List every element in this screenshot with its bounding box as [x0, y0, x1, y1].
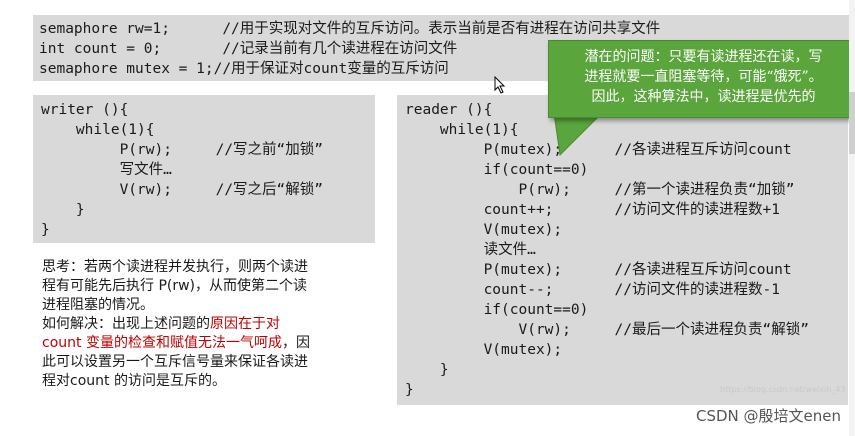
- reader-line: if(count==0): [405, 302, 589, 318]
- reader-line: count++; //访问文件的读进程数+1: [405, 202, 780, 218]
- writer-line: }: [41, 222, 50, 238]
- discussion-text: 如何解决：出现上述问题的: [42, 316, 210, 332]
- reader-line: count--; //访问文件的读进程数-1: [405, 282, 780, 298]
- writer-code-block: writer (){ while(1){ P(rw); //写之前“加锁” 写文…: [33, 95, 375, 243]
- callout-bubble: 潜在的问题：只要有读进程还在读，写 进程就要一直阻塞等待，可能“饿死”。 因此，…: [548, 40, 855, 118]
- code-line-rw: semaphore rw=1; //用于实现对文件的互斥访问。表示当前是否有进程…: [39, 21, 661, 37]
- reader-line: P(mutex); //各读进程互斥访问count: [405, 142, 792, 158]
- reader-line: V(mutex);: [405, 222, 563, 238]
- discussion-line: 思考：若两个读进程并发执行，则两个读进: [42, 259, 308, 275]
- callout-line: 进程就要一直阻塞等待，可能“饿死”。: [584, 69, 823, 85]
- reader-line: P(rw); //第一个读进程负责“加锁”: [405, 182, 795, 198]
- discussion-line: 程对count 的访问是互斥的。: [42, 373, 226, 389]
- writer-line: 写文件…: [41, 162, 172, 178]
- discussion-line: 如何解决：出现上述问题的原因在于对: [42, 315, 372, 334]
- source-url-watermark: https://blog.csdn.net/weixin_43: [720, 385, 846, 394]
- code-line-count: int count = 0; //记录当前有几个读进程在访问文件: [39, 41, 458, 57]
- highlighted-cause: 原因在于对: [210, 316, 280, 332]
- writer-line: writer (){: [41, 102, 129, 118]
- discussion-line: 程有可能先后执行 P(rw)，从而使第二个读: [42, 278, 308, 294]
- writer-line: P(rw); //写之前“加锁”: [41, 142, 324, 158]
- writer-line: V(rw); //写之后“解锁”: [41, 182, 324, 198]
- code-line-mutex: semaphore mutex = 1;//用于保证对count变量的互斥访问: [39, 61, 449, 77]
- writer-line: }: [41, 202, 85, 218]
- reader-line: V(mutex);: [405, 342, 563, 358]
- mouse-cursor-icon: [494, 76, 506, 94]
- reader-line: P(mutex); //各读进程互斥访问count: [405, 262, 792, 278]
- writer-line: while(1){: [41, 122, 155, 138]
- reader-line: 读文件…: [405, 242, 536, 258]
- reader-code-block: reader (){ while(1){ P(mutex); //各读进程互斥访…: [397, 95, 848, 405]
- discussion-line: count 变量的检查和赋值无法一气呵成，因: [42, 334, 372, 353]
- reader-line: }: [405, 382, 414, 398]
- discussion-paragraph: 思考：若两个读进程并发执行，则两个读进 程有可能先后执行 P(rw)，从而使第二…: [42, 258, 372, 391]
- callout-line: 因此，这种算法中，读进程是优先的: [591, 89, 816, 105]
- reader-line: reader (){: [405, 102, 493, 118]
- reader-line: while(1){: [405, 122, 519, 138]
- discussion-line: 此可以设置另一个互斥信号量来保证各读进: [42, 354, 308, 370]
- reader-line: if(count==0): [405, 162, 589, 178]
- discussion-line: 进程阻塞的情况。: [42, 297, 154, 313]
- discussion-text: ，因: [281, 335, 310, 351]
- callout-pointer: [553, 113, 603, 157]
- reader-line: }: [405, 362, 449, 378]
- csdn-watermark: CSDN @殷培文enen: [695, 407, 841, 425]
- highlighted-cause: count 变量的检查和赋值无法一气呵成: [42, 335, 282, 351]
- vertical-scrollbar[interactable]: [849, 0, 855, 436]
- scrollbar-thumb[interactable]: [849, 92, 855, 154]
- callout-line: 潜在的问题：只要有读进程还在读，写: [584, 49, 823, 65]
- reader-line: V(rw); //最后一个读进程负责“解锁”: [405, 322, 809, 338]
